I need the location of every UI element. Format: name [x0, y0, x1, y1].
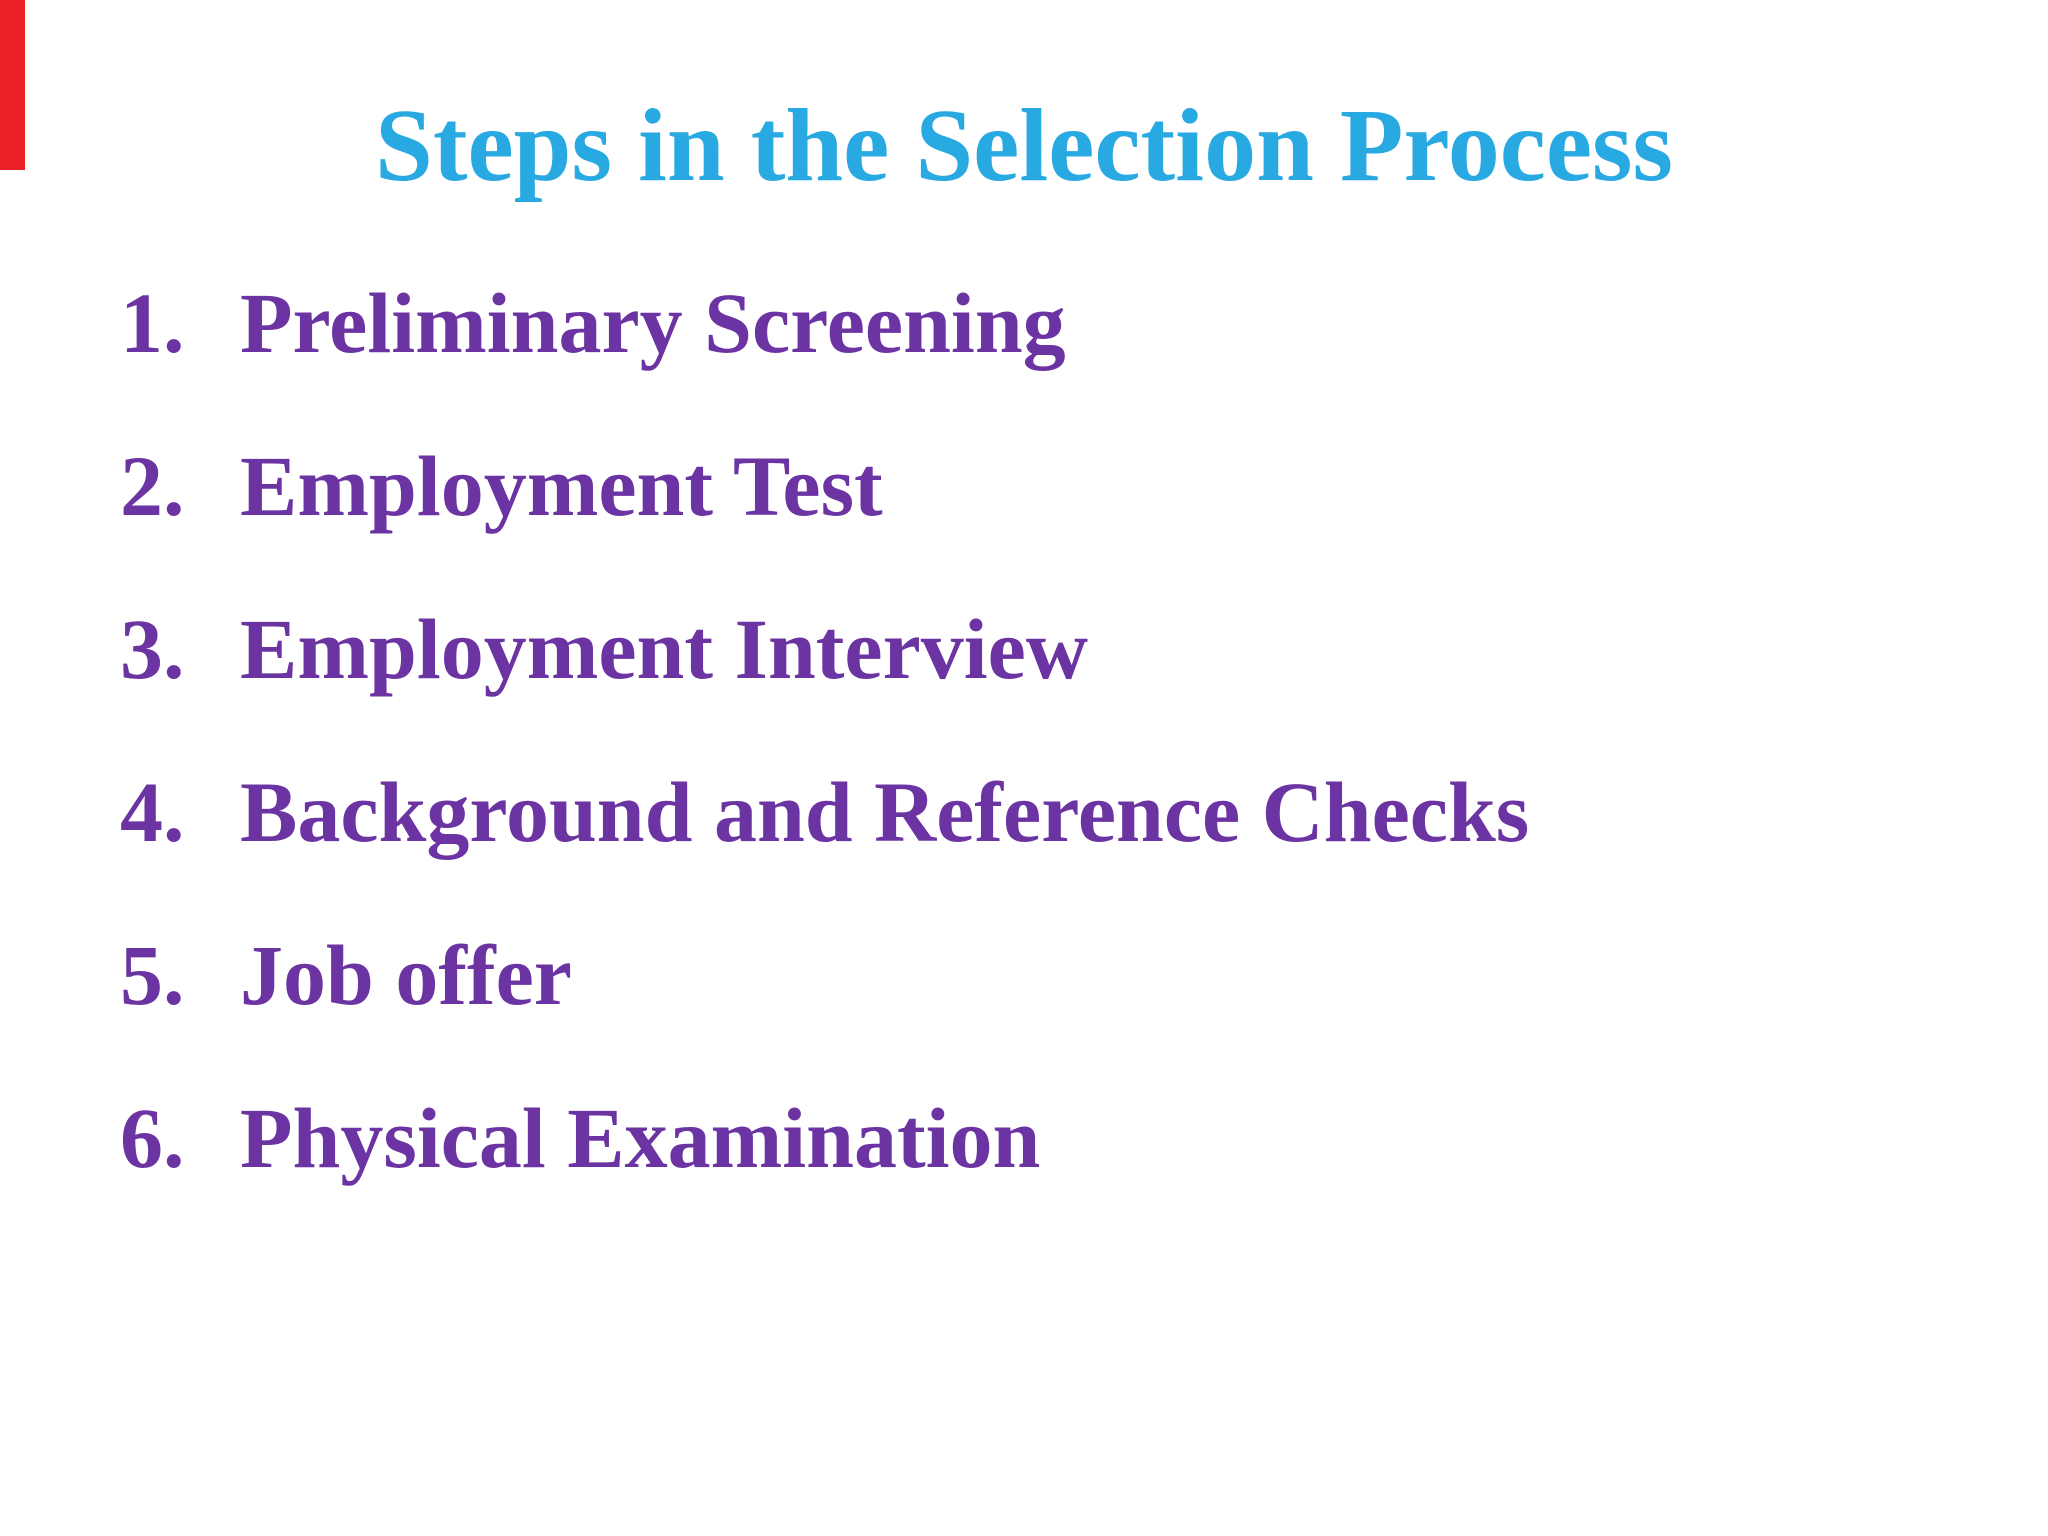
- list-item-number: 6.: [120, 1090, 185, 1186]
- list-item-label: Employment Test: [240, 438, 883, 534]
- list-item: 4. Background and Reference Checks: [120, 731, 2008, 894]
- list-item-number: 1.: [120, 275, 185, 371]
- list-item-label: Background and Reference Checks: [240, 764, 1530, 860]
- list-item: 1. Preliminary Screening: [120, 242, 2008, 405]
- list-item-label: Employment Interview: [240, 601, 1088, 697]
- list-item-label: Physical Examination: [240, 1090, 1041, 1186]
- slide-title: Steps in the Selection Process: [375, 88, 1673, 203]
- steps-list: 1. Preliminary Screening 2. Employment T…: [120, 242, 2008, 1220]
- red-accent-bar: [0, 0, 25, 170]
- list-item-number: 5.: [120, 927, 185, 1023]
- list-item: 3. Employment Interview: [120, 568, 2008, 731]
- list-item: 2. Employment Test: [120, 405, 2008, 568]
- list-item-number: 3.: [120, 601, 185, 697]
- list-item-number: 4.: [120, 764, 185, 860]
- list-item-number: 2.: [120, 438, 185, 534]
- list-item-label: Job offer: [240, 927, 572, 1023]
- list-item: 6. Physical Examination: [120, 1057, 2008, 1220]
- list-item-label: Preliminary Screening: [240, 275, 1066, 371]
- list-item: 5. Job offer: [120, 894, 2008, 1057]
